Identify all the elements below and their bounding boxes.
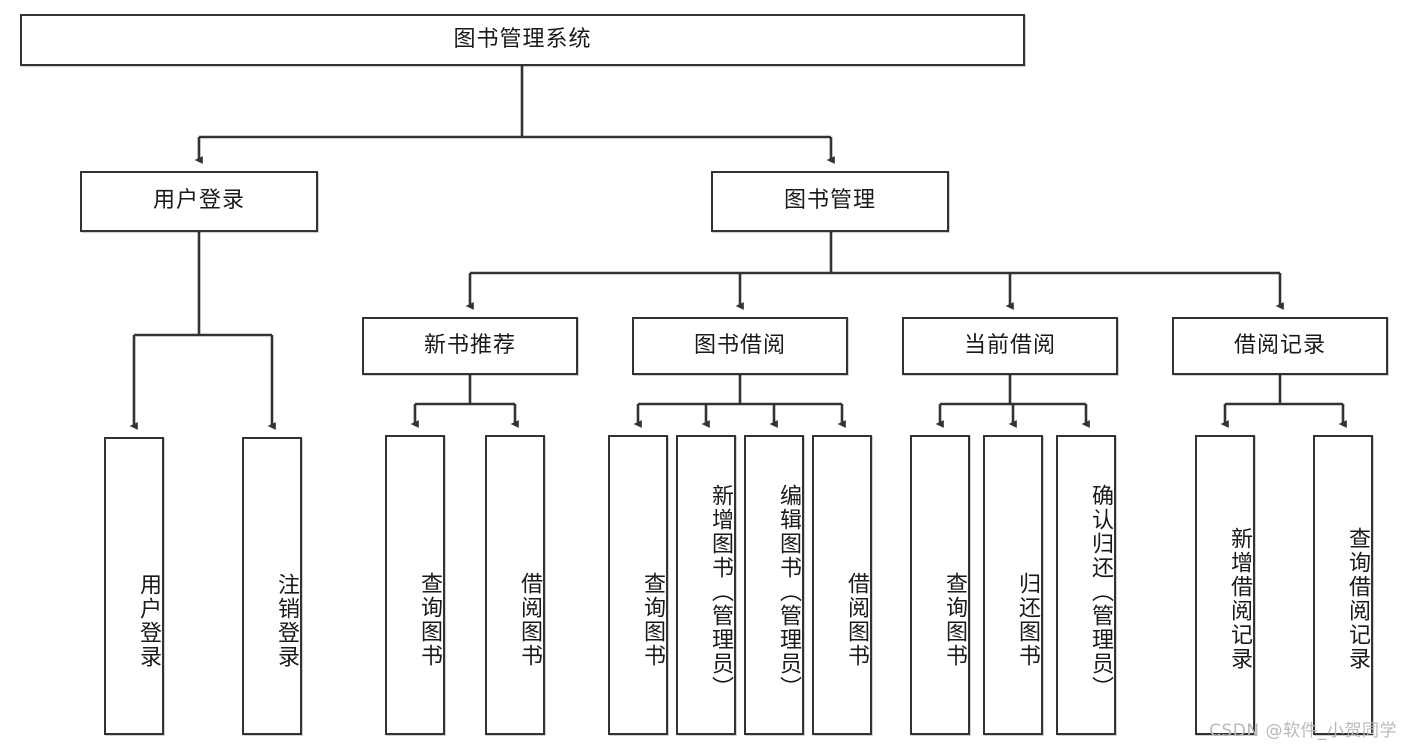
leaf-logout-login-label: 注销登录 xyxy=(274,573,299,669)
leaf-return-book[interactable]: 归还图书 xyxy=(983,435,1043,735)
edge-group-book-management xyxy=(465,232,1284,310)
edge-group-new-book-recommend xyxy=(410,375,519,428)
edge-group-root xyxy=(194,66,835,164)
leaf-query-book-recommend-label: 查询图书 xyxy=(417,572,442,668)
leaf-user-login-label: 用户登录 xyxy=(136,573,161,669)
node-borrow-record-label: 借阅记录 xyxy=(1233,332,1326,358)
leaf-query-book-current-label: 查询图书 xyxy=(942,572,967,668)
leaf-query-borrow-record-label: 查询借阅记录 xyxy=(1345,527,1370,671)
leaf-logout-login[interactable]: 注销登录 xyxy=(242,437,302,735)
csdn-watermark: CSDN @软件_小贺同学 xyxy=(1209,721,1397,741)
node-user-login[interactable]: 用户登录 xyxy=(80,171,318,232)
node-book-borrow[interactable]: 图书借阅 xyxy=(632,317,848,375)
node-root-label: 图书管理系统 xyxy=(453,26,592,52)
edge-group-user-login xyxy=(129,232,276,430)
node-current-borrow-label: 当前借阅 xyxy=(963,332,1056,358)
edge-group-current-borrow xyxy=(935,375,1090,428)
node-root[interactable]: 图书管理系统 xyxy=(20,14,1025,66)
leaf-add-borrow-record[interactable]: 新增借阅记录 xyxy=(1195,435,1255,735)
leaf-confirm-return-admin[interactable]: 确认归还（管理员） xyxy=(1056,435,1116,735)
node-new-book-recommend-label: 新书推荐 xyxy=(423,332,516,358)
leaf-edit-book-admin[interactable]: 编辑图书（管理员） xyxy=(744,435,804,735)
leaf-add-book-admin-label: 新增图书（管理员） xyxy=(708,484,733,700)
leaf-return-book-label: 归还图书 xyxy=(1015,572,1040,668)
leaf-borrow-book-recommend[interactable]: 借阅图书 xyxy=(485,435,545,735)
node-current-borrow[interactable]: 当前借阅 xyxy=(902,317,1118,375)
node-book-management-label: 图书管理 xyxy=(783,188,876,214)
leaf-borrow-book-label: 借阅图书 xyxy=(844,572,869,668)
node-user-login-label: 用户登录 xyxy=(152,188,245,214)
leaf-query-book-borrow[interactable]: 查询图书 xyxy=(608,435,668,735)
leaf-user-login[interactable]: 用户登录 xyxy=(104,437,164,735)
edge-group-book-borrow xyxy=(633,375,846,428)
leaf-borrow-book-recommend-label: 借阅图书 xyxy=(517,572,542,668)
leaf-query-book-borrow-label: 查询图书 xyxy=(640,572,665,668)
leaf-add-borrow-record-label: 新增借阅记录 xyxy=(1227,527,1252,671)
node-borrow-record[interactable]: 借阅记录 xyxy=(1172,317,1388,375)
leaf-confirm-return-admin-label: 确认归还（管理员） xyxy=(1088,484,1113,700)
leaf-edit-book-admin-label: 编辑图书（管理员） xyxy=(776,484,801,700)
node-new-book-recommend[interactable]: 新书推荐 xyxy=(362,317,578,375)
node-book-management[interactable]: 图书管理 xyxy=(711,171,949,232)
edge-group-borrow-record xyxy=(1220,375,1347,428)
leaf-borrow-book[interactable]: 借阅图书 xyxy=(812,435,872,735)
leaf-add-book-admin[interactable]: 新增图书（管理员） xyxy=(676,435,736,735)
leaf-query-borrow-record[interactable]: 查询借阅记录 xyxy=(1313,435,1373,735)
leaf-query-book-recommend[interactable]: 查询图书 xyxy=(385,435,445,735)
leaf-query-book-current[interactable]: 查询图书 xyxy=(910,435,970,735)
node-book-borrow-label: 图书借阅 xyxy=(693,332,786,358)
